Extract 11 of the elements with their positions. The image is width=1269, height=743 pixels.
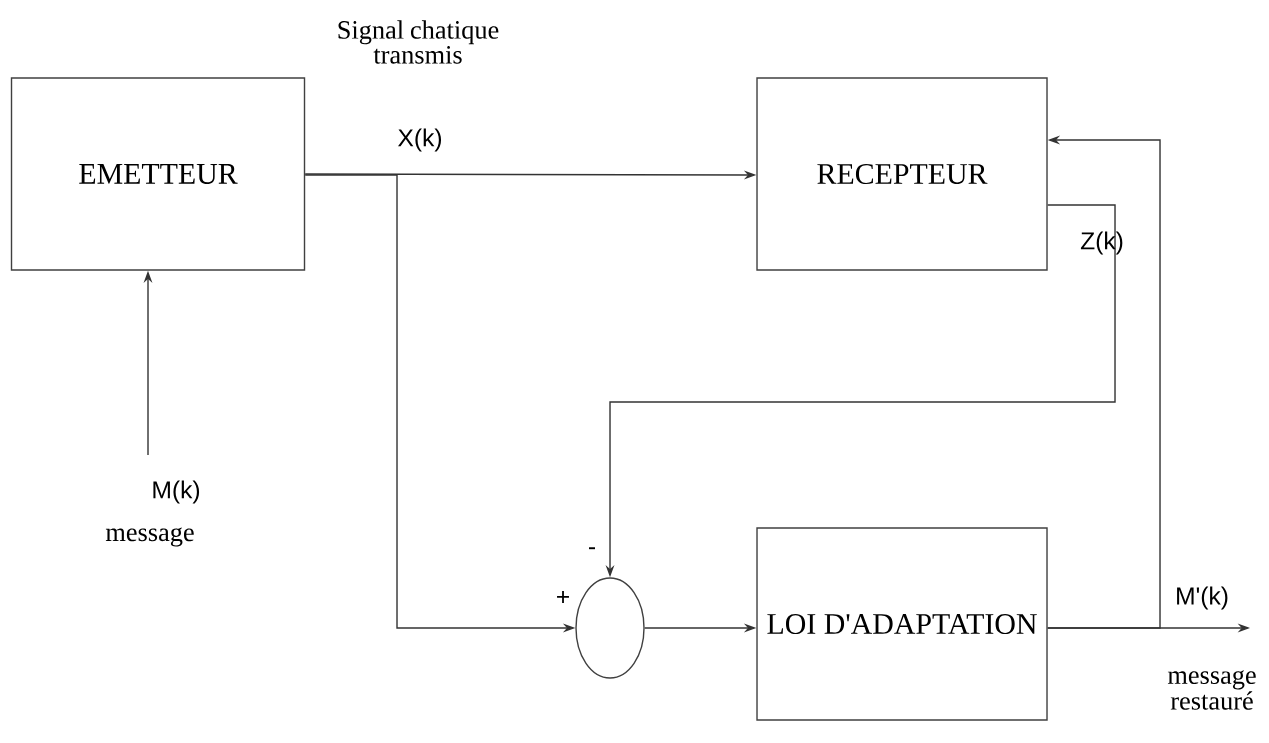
summing-junction [575,577,645,679]
signal-label: Signal chatique transmis [338,20,499,64]
signal-label: M'(k) [1177,586,1228,610]
signal-label: message [105,527,194,547]
process-box: LOI D'ADAPTATION [756,527,1048,721]
process-box: RECEPTEUR [756,77,1048,271]
process-box: EMETTEUR [10,77,306,271]
signal-label: X(k) [398,128,442,152]
signal-label: M(k) [153,480,200,504]
signal-label: message restauré [1167,670,1256,710]
sign-label: - [589,547,595,550]
